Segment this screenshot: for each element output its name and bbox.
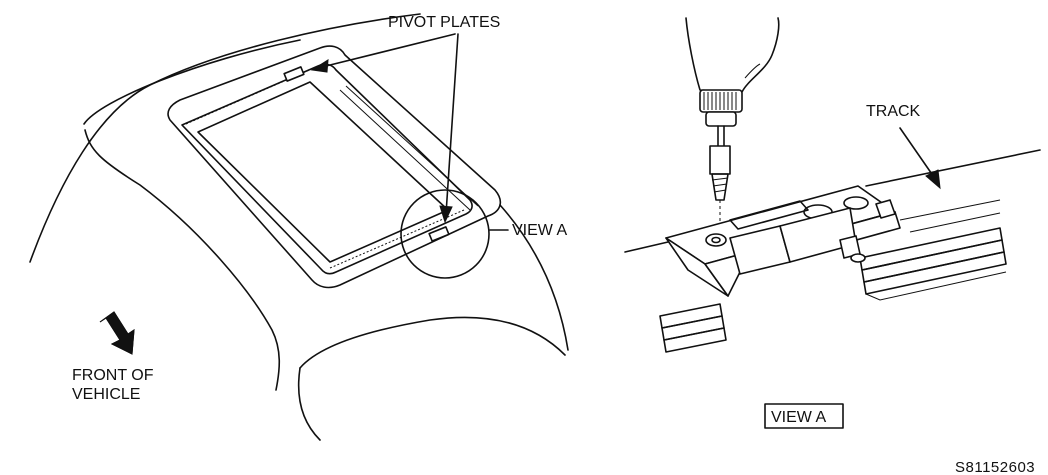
drill-icon <box>685 17 780 234</box>
front-arrow-icon <box>99 311 135 355</box>
view-a-callout-label: VIEW A <box>512 222 567 239</box>
view-a-box-label: VIEW A <box>771 409 826 426</box>
track-arrow <box>899 127 941 190</box>
pivot-plates-arrows <box>310 33 459 224</box>
track-label: TRACK <box>866 103 921 120</box>
figure-code: S81152603 <box>955 459 1035 475</box>
roof-track-assembly <box>624 149 1041 353</box>
sunroof-opening <box>167 45 502 289</box>
view-a-box: VIEW A <box>764 403 844 429</box>
view-a-circle <box>400 189 490 279</box>
front-of-vehicle-label-line1: FRONT OF <box>72 367 154 384</box>
roof-panel <box>29 13 569 441</box>
pivot-plates-label: PIVOT PLATES <box>388 14 500 31</box>
front-of-vehicle-label-line2: VEHICLE <box>72 386 140 403</box>
